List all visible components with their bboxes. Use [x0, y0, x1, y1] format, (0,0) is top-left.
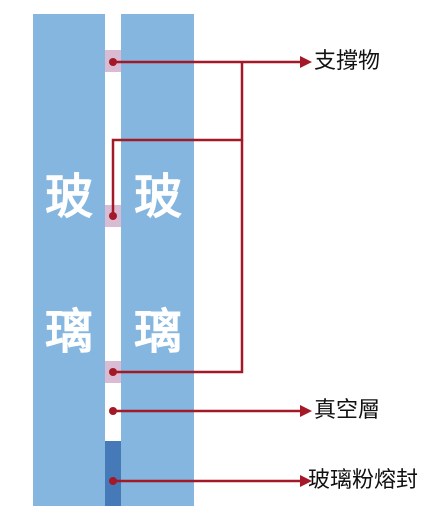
dot-seal: [109, 477, 117, 485]
dot-vacuum: [109, 407, 117, 415]
glass-right-char-1: 玻: [134, 169, 183, 225]
glass-left-char-1: 玻: [45, 169, 94, 225]
leader-support-middle: [111, 62, 244, 216]
glass-pane-right: [121, 14, 194, 506]
dot-support-bottom: [109, 368, 117, 376]
dot-support-top: [109, 58, 117, 66]
glass-pane-left: [33, 14, 105, 506]
label-support: 支撐物: [314, 49, 381, 74]
arrowhead-vacuum: [300, 405, 312, 417]
leader-support-bottom: [113, 140, 244, 374]
glass-left-char-2: 璃: [45, 304, 94, 360]
label-vacuum: 真空層: [314, 398, 381, 423]
label-seal: 玻璃粉熔封: [308, 468, 419, 493]
glass-right-char-2: 璃: [134, 304, 183, 360]
glass-frit-seal: [105, 441, 121, 506]
dot-support-middle: [109, 212, 117, 220]
arrowhead-support: [300, 56, 312, 68]
arrowhead-seal: [300, 475, 312, 487]
